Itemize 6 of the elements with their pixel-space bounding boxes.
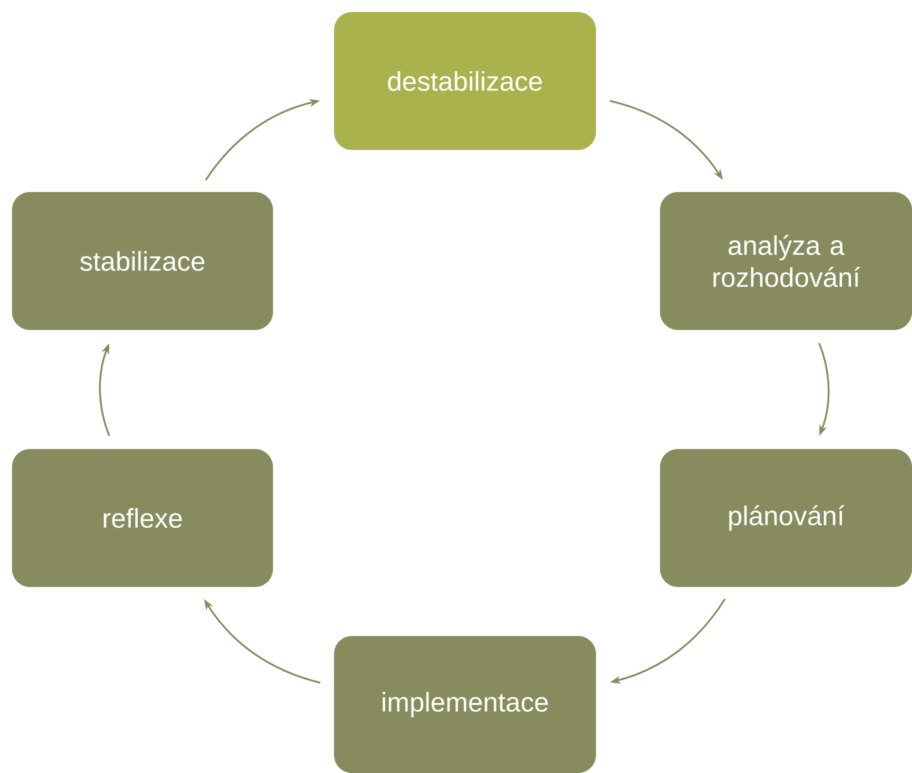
process-box: analýza a rozhodování	[660, 192, 912, 330]
process-box: destabilizace	[334, 12, 596, 150]
process-box: stabilizace	[12, 192, 273, 330]
process-box: plánování	[660, 449, 912, 587]
process-box: reflexe	[12, 449, 273, 587]
process-box: implementace	[334, 636, 596, 773]
